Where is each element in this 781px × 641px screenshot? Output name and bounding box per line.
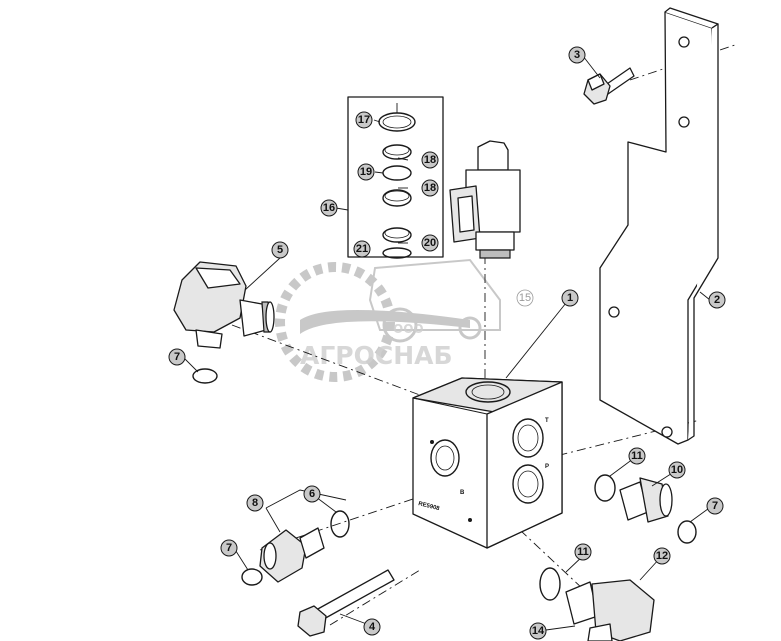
- callout-6: 6: [303, 485, 321, 503]
- svg-text:19: 19: [360, 166, 372, 178]
- callout-20: 20: [421, 234, 439, 252]
- callout-8: 8: [246, 494, 264, 512]
- callout-7-right: 7: [706, 497, 724, 515]
- mounting-bracket: [599, 7, 719, 445]
- watermark-company-name: АГРОСНАБ: [300, 341, 453, 370]
- callout-14: 14: [529, 622, 547, 640]
- port-p-label: P: [545, 464, 549, 470]
- svg-text:8: 8: [252, 497, 258, 509]
- callout-18-lower: 18: [421, 179, 439, 197]
- gear-icon: [275, 262, 395, 382]
- callout-7-left-top: 7: [168, 348, 186, 366]
- valve-block: T P RE5908 B: [412, 377, 563, 549]
- svg-text:20: 20: [424, 237, 436, 249]
- callout-18-upper: 18: [421, 151, 439, 169]
- svg-text:4: 4: [369, 621, 376, 633]
- callout-3: 3: [568, 46, 586, 64]
- svg-text:12: 12: [656, 550, 668, 562]
- svg-text:15: 15: [519, 292, 531, 304]
- svg-text:16: 16: [323, 202, 335, 214]
- svg-text:18: 18: [424, 182, 436, 194]
- svg-text:5: 5: [277, 244, 283, 256]
- callout-11-lower: 11: [574, 543, 592, 561]
- straight-fitting-8: [241, 510, 350, 586]
- seal-kit: [335, 96, 444, 259]
- callout-16: 16: [320, 199, 338, 217]
- elbow-fitting-12: [539, 567, 655, 641]
- svg-text:11: 11: [577, 546, 589, 558]
- combine-harvester-icon: [368, 258, 501, 331]
- callout-5: 5: [271, 241, 289, 259]
- callout-2: 2: [708, 291, 726, 309]
- svg-text:18: 18: [424, 154, 436, 166]
- part-number-label: RE5908: [418, 501, 441, 512]
- straight-fitting-10: [594, 474, 697, 544]
- bolt-3: [583, 67, 635, 105]
- port-t-label: T: [545, 418, 549, 424]
- svg-text:7: 7: [174, 351, 180, 363]
- solenoid-valve: [449, 140, 521, 259]
- callout-19: 19: [357, 163, 375, 181]
- svg-text:21: 21: [356, 243, 368, 255]
- bolt-4: [297, 569, 395, 637]
- callout-10: 10: [668, 461, 686, 479]
- callout-11-upper: 11: [628, 447, 646, 465]
- svg-text:3: 3: [574, 49, 580, 61]
- svg-text:2: 2: [714, 294, 720, 306]
- callout-4: 4: [363, 618, 381, 636]
- callout-17: 17: [355, 111, 373, 129]
- svg-text:6: 6: [309, 488, 315, 500]
- callout-leaders: [183, 55, 713, 631]
- svg-text:11: 11: [631, 450, 643, 462]
- port-b-label: B: [460, 490, 465, 496]
- elbow-fitting-5: [173, 261, 275, 384]
- road-swoosh-icon: [300, 310, 470, 334]
- callout-7-left-bottom: 7: [220, 539, 238, 557]
- svg-text:1: 1: [567, 292, 573, 304]
- callout-1: 1: [561, 289, 579, 307]
- callout-15: 15: [516, 289, 534, 307]
- svg-text:7: 7: [712, 500, 718, 512]
- watermark-company-form: ООО: [393, 322, 424, 336]
- callout-21: 21: [353, 240, 371, 258]
- svg-text:14: 14: [532, 625, 545, 637]
- svg-text:17: 17: [358, 114, 370, 126]
- agrosnab-watermark: ООО АГРОСНАБ: [245, 255, 535, 385]
- svg-text:7: 7: [226, 542, 232, 554]
- callout-12: 12: [653, 547, 671, 565]
- svg-text:10: 10: [671, 464, 683, 476]
